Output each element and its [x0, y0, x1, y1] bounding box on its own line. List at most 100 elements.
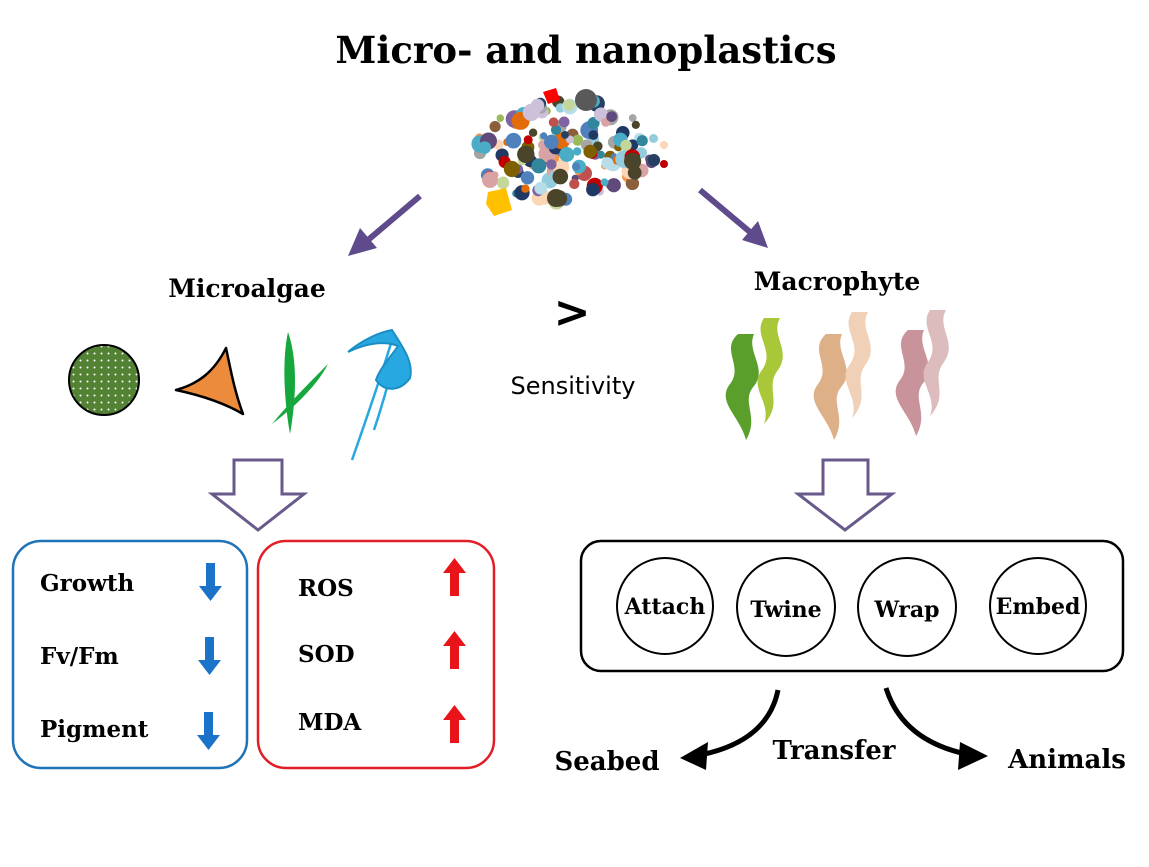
mechanism-embed: Embed: [989, 557, 1087, 655]
plastic-particle: [628, 114, 637, 122]
hollow-down-arrow-right: [793, 458, 897, 532]
attach-label: Attach: [624, 594, 706, 620]
plastic-particle: [528, 128, 538, 137]
plastic-particle: [625, 176, 640, 191]
plastic-particle: [624, 152, 642, 170]
plastic-particle: [572, 162, 581, 171]
plastic-particle: [660, 141, 668, 149]
peach-seaweed: [813, 312, 871, 440]
increase-box: [256, 539, 496, 770]
increase-arrow-icon: [443, 705, 466, 743]
decrease-arrow-icon: [198, 637, 221, 675]
plastic-particle: [583, 144, 597, 159]
orange-triangular-alga: [174, 346, 245, 416]
hollow-down-arrow-left: [207, 458, 309, 532]
plastic-particle: [517, 145, 535, 163]
plastic-particle: [606, 178, 621, 193]
increased-items: ROS SOD MDA: [298, 558, 466, 743]
plastic-particle: [627, 165, 642, 180]
wrap-label: Wrap: [874, 597, 940, 623]
twine-label: Twine: [750, 597, 821, 623]
green-spherical-alga: [68, 344, 140, 416]
increase-arrow-icon: [443, 558, 466, 596]
plastic-particle: [486, 188, 512, 216]
plastic-particle: [559, 147, 575, 162]
plastic-particle: [478, 141, 492, 154]
mechanism-attach: Attach: [616, 557, 714, 655]
plastic-particle: [543, 88, 560, 104]
transfer-label: Transfer: [773, 736, 896, 766]
increase-arrow-icon: [443, 631, 466, 669]
plastic-particle: [520, 171, 535, 185]
blue-flagellate-alga: [347, 328, 412, 461]
plastic-particle: [606, 111, 618, 122]
decrease-box: [11, 539, 249, 770]
plastic-particle: [544, 134, 559, 150]
microalgae-label: Microalgae: [168, 274, 326, 303]
green-needle-alga: [272, 332, 328, 434]
mechanism-twine: Twine: [736, 557, 836, 657]
fvfm-label: Fv/Fm: [40, 643, 119, 670]
animals-label: Animals: [1007, 745, 1126, 775]
greater-than-symbol: >: [554, 287, 591, 338]
plastic-particle: [550, 124, 562, 135]
seabed-label: Seabed: [554, 747, 659, 777]
plastic-particle: [561, 131, 569, 139]
plastic-particle: [636, 135, 648, 147]
plastic-particle: [489, 121, 501, 133]
plastic-particle: [631, 120, 640, 129]
plastic-particle: [546, 159, 557, 170]
mda-label: MDA: [298, 709, 362, 736]
plastic-particle: [573, 147, 582, 156]
plastic-particle: [569, 178, 580, 190]
mechanism-box: [579, 539, 1125, 673]
page-title: Micro- and nanoplastics: [335, 28, 836, 72]
pigment-label: Pigment: [40, 716, 149, 743]
plastic-particle: [522, 103, 540, 121]
decrease-arrow-icon: [199, 563, 222, 601]
plastic-particle: [649, 134, 658, 143]
plastic-particle: [548, 117, 559, 127]
plastic-particle: [523, 135, 533, 145]
plastic-particle: [575, 89, 597, 111]
decrease-arrow-icon: [197, 712, 220, 750]
arrow-to-macrophyte: [698, 187, 768, 248]
plastic-particle: [531, 158, 547, 174]
plastic-particle: [586, 182, 600, 197]
plastic-particle: [503, 160, 520, 178]
macrophyte-label: Macrophyte: [754, 267, 921, 296]
ros-label: ROS: [298, 575, 354, 602]
sod-label: SOD: [298, 641, 355, 668]
plastic-particle: [601, 157, 614, 170]
plastic-particle: [588, 130, 599, 140]
plastic-particle: [558, 116, 570, 128]
plastic-particle: [552, 168, 569, 185]
growth-label: Growth: [40, 570, 135, 597]
plastic-particle: [620, 139, 632, 152]
plastic-particle: [534, 181, 548, 195]
plastic-particle: [547, 189, 565, 207]
plastic-particle: [660, 160, 668, 168]
plastic-particle: [482, 172, 498, 188]
decreased-items: Growth Fv/Fm Pigment: [40, 563, 222, 750]
plastic-particles-cluster: [471, 88, 668, 216]
plastic-particle: [496, 176, 510, 190]
pink-seaweed: [895, 310, 949, 436]
plastic-particle: [572, 134, 584, 146]
transfer-arrow-seabed: [680, 689, 781, 770]
transfer-arrow-animals: [883, 687, 988, 770]
green-seaweed: [725, 318, 783, 440]
plastic-particle: [596, 150, 605, 159]
plastic-particle: [563, 99, 575, 111]
embed-label: Embed: [996, 594, 1081, 620]
mechanism-wrap: Wrap: [857, 557, 957, 657]
plastic-particle: [496, 114, 505, 122]
plastic-particle: [647, 154, 661, 167]
plastic-particle: [505, 132, 522, 149]
arrow-to-microalgae: [348, 193, 422, 256]
plastic-particle: [521, 184, 530, 193]
plastic-particle: [600, 178, 609, 187]
sensitivity-label: Sensitivity: [511, 372, 636, 400]
